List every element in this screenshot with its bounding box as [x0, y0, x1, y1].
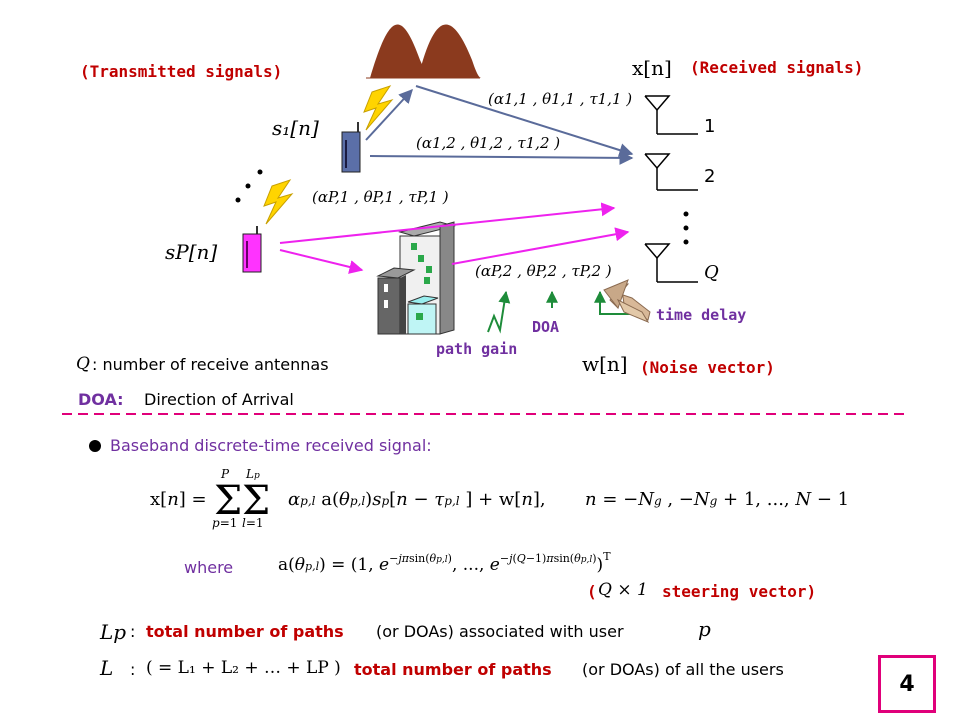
pulse-shape-2: [418, 24, 482, 78]
path-arrow-building-to-antenna: [451, 227, 630, 265]
phone-icon-user-1: [341, 122, 361, 173]
steering-dimension: Q × 1: [598, 580, 648, 600]
page-number: 4: [878, 655, 936, 713]
svg-text:P: P: [220, 467, 230, 481]
path-arrow-pulse-to-antenna: [415, 85, 634, 157]
q-definition: : number of receive antennas: [92, 355, 329, 374]
l-symbol: L: [100, 656, 114, 680]
steering-open-paren: (: [587, 582, 597, 601]
equation-steering-vector: a(θp,l) = (1, e−jπsin(θp,l), ..., e−j(Q−…: [278, 550, 611, 575]
noise-vector-label: (Noise vector): [640, 358, 775, 377]
svg-text:l=1: l=1: [242, 516, 264, 530]
where-label: where: [184, 558, 234, 577]
time-delay-indicator-arrow: [594, 290, 640, 315]
time-delay-label: time delay: [656, 306, 747, 324]
svg-text:Lp: Lp: [245, 467, 260, 481]
s1-n-label: s₁[n]: [272, 116, 319, 140]
svg-text:n = −Ng , −Ng + 1, ..., N − 1: n = −Ng , −Ng + 1, ..., N − 1: [585, 489, 849, 510]
l-rest-text: (or DOAs) of all the users: [582, 660, 784, 679]
lp-colon: :: [130, 622, 136, 641]
antenna-1-icon: [644, 95, 698, 135]
path-arrow-userP-direct: [279, 202, 616, 244]
svg-text:p=1: p=1: [212, 516, 237, 530]
antenna-2-label: 2: [704, 166, 716, 187]
path-arrow-userP-to-building: [279, 249, 364, 274]
svg-text:x[n] =: x[n] =: [150, 489, 207, 510]
steering-vector-label: steering vector): [662, 582, 817, 601]
path-gain-label: path gain: [436, 340, 518, 358]
received-signals-label: (Received signals): [690, 58, 864, 77]
l-colon: :: [130, 660, 136, 679]
q-symbol: Q: [76, 354, 90, 374]
l-sum-expression: ( = L₁ + L₂ + … + LP ): [146, 658, 341, 678]
lightning-bolt-2: [263, 179, 294, 225]
phone-icon-user-p: [242, 226, 262, 273]
antenna-1-label: 1: [704, 116, 716, 137]
pulse-shape-1: [370, 24, 432, 78]
antenna-q-label: Q: [704, 262, 719, 283]
doa-definition: Direction of Arrival: [144, 390, 294, 409]
bullet-dot: [89, 440, 101, 452]
path-params-p-1: (αP,1 , θP,1 , τP,1 ): [312, 188, 449, 206]
transmitted-signals-label: (Transmitted signals): [80, 62, 283, 81]
lp-rest-text: (or DOAs) associated with user: [376, 622, 624, 641]
path-params-1-2: (α1,2 , θ1,2 , τ1,2 ): [416, 134, 561, 152]
svg-text:a(θp,l) = (1, e−jπsin(θp,l), .: a(θp,l) = (1, e−jπsin(θp,l), ..., e−j(Q−…: [278, 550, 611, 575]
equation-received-signal: x[n] = Σ P p=1 Σ Lp l=1 αp,l a(θp,l)sp[n…: [150, 467, 849, 530]
antenna-q-icon: [644, 243, 698, 283]
lp-red-text: total number of paths: [146, 622, 344, 641]
svg-text:Σ: Σ: [242, 478, 270, 524]
path-gain-squiggle: [487, 290, 511, 334]
lp-symbol: Lp: [100, 620, 127, 644]
doa-term: DOA:: [78, 390, 124, 409]
path-params-p-2: (αP,2 , θP,2 , τP,2 ): [475, 262, 612, 280]
doa-label: DOA: [532, 318, 560, 336]
l-red-text: total number of paths: [354, 660, 552, 679]
x-n-label: x[n]: [632, 56, 672, 80]
w-n-label: w[n]: [582, 352, 628, 376]
path-arrow-user1-to-pulse: [365, 88, 413, 141]
svg-text:Σ: Σ: [214, 478, 242, 524]
lp-user-symbol: p: [698, 617, 711, 641]
svg-text:αp,l a(θp,l)sp[n − τp,l ] + w[: αp,l a(θp,l)sp[n − τp,l ] + w[n],: [288, 489, 546, 510]
lightning-bolt-1: [363, 85, 394, 131]
buildings-icon: [376, 221, 456, 335]
section-heading: Baseband discrete-time received signal:: [110, 436, 432, 455]
antenna-2-icon: [644, 153, 698, 191]
path-params-1-1: (α1,1 , θ1,1 , τ1,1 ): [488, 90, 633, 108]
path-arrow-user1-direct: [369, 150, 634, 165]
sP-n-label: sP[n]: [165, 240, 218, 264]
noise-arrow-icon: [603, 279, 651, 324]
